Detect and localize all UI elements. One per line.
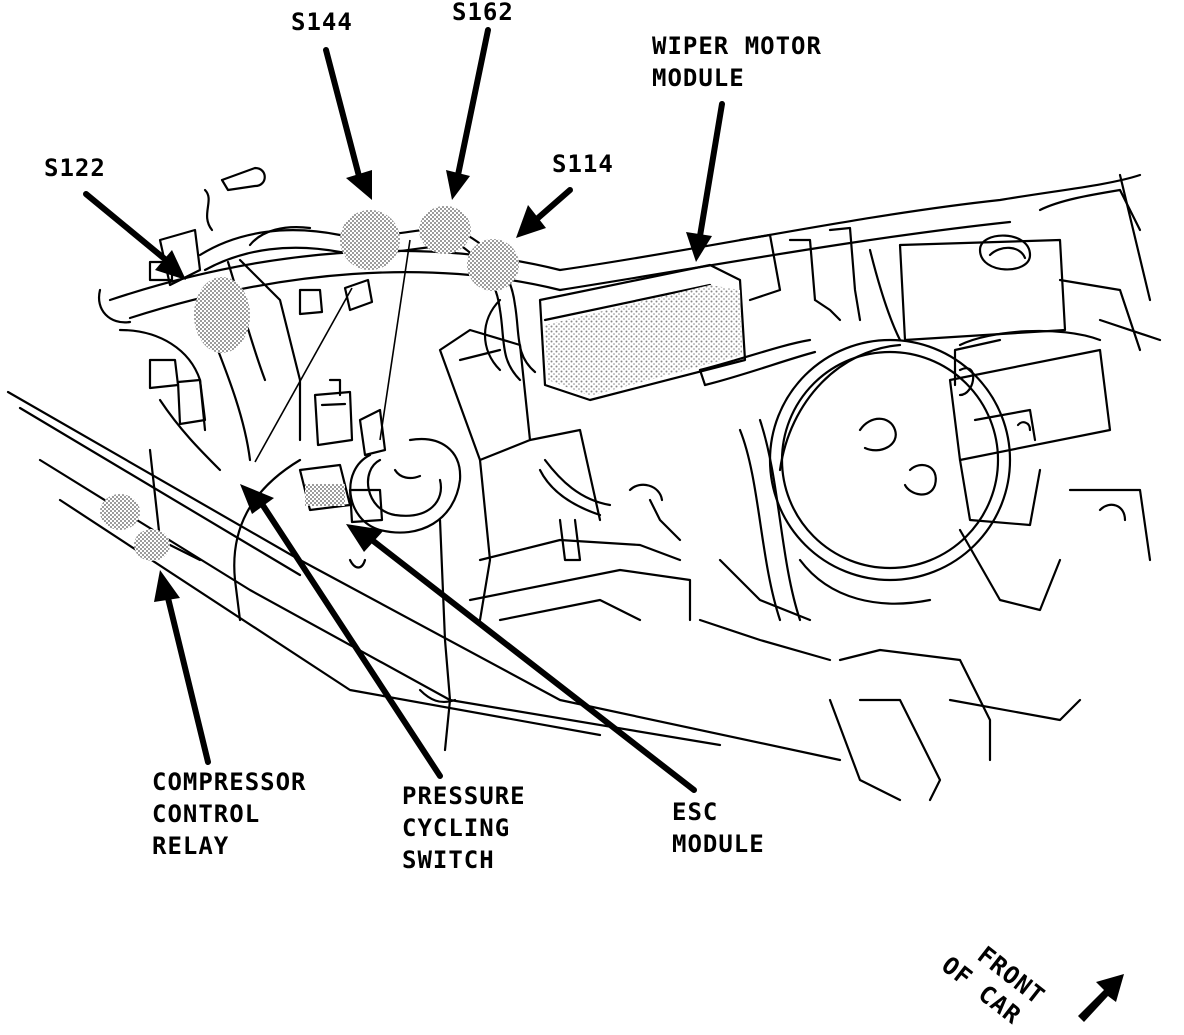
leader-lines (254, 239, 411, 463)
label-s144: S144 (291, 8, 353, 36)
label-s122: S122 (44, 154, 106, 182)
s122-highlight (194, 277, 250, 353)
s162-highlight (419, 206, 471, 254)
relay-connector-highlight (100, 494, 140, 530)
wiper-motor-module-shading (545, 285, 742, 396)
splice-highlights (100, 206, 742, 561)
arrow-s114 (535, 187, 573, 221)
label-s162: S162 (452, 0, 514, 26)
arrow-pressure-cycling-switch (259, 501, 443, 779)
relay-highlight (134, 529, 170, 561)
label-s114: S114 (552, 150, 614, 178)
arrow-wiper-motor-module (697, 101, 725, 239)
label-wiper-motor-module: WIPER MOTOR MODULE (652, 32, 822, 92)
front-of-car-arrow-icon (1078, 974, 1124, 1022)
arrow-esc-module-head (346, 524, 384, 552)
pointer-arrows (83, 27, 725, 793)
label-compressor-control-relay: COMPRESSOR CONTROL RELAY (152, 768, 307, 860)
s144-highlight (340, 210, 400, 270)
arrow-esc-module (369, 537, 697, 793)
arrow-compressor-control-relay (165, 595, 211, 765)
arrow-pressure-cycling-switch-head (240, 484, 274, 514)
arrow-s122 (83, 191, 169, 263)
label-esc-module: ESC MODULE (672, 798, 765, 858)
arrow-wiper-motor-module-head (686, 232, 712, 262)
arrow-s122-head (155, 250, 186, 280)
arrow-s114-head (516, 205, 546, 238)
arrow-s144 (323, 47, 363, 183)
s114-highlight (467, 239, 519, 291)
arrow-compressor-control-relay-head (154, 570, 180, 602)
arrow-s144-head (346, 170, 372, 200)
arrow-s162 (455, 27, 491, 178)
label-pressure-cycling-switch: PRESSURE CYCLING SWITCH (402, 782, 526, 874)
arrow-s162-head (446, 170, 470, 200)
esc-module-highlight (305, 484, 345, 506)
vehicle-linework (6, 166, 1162, 802)
